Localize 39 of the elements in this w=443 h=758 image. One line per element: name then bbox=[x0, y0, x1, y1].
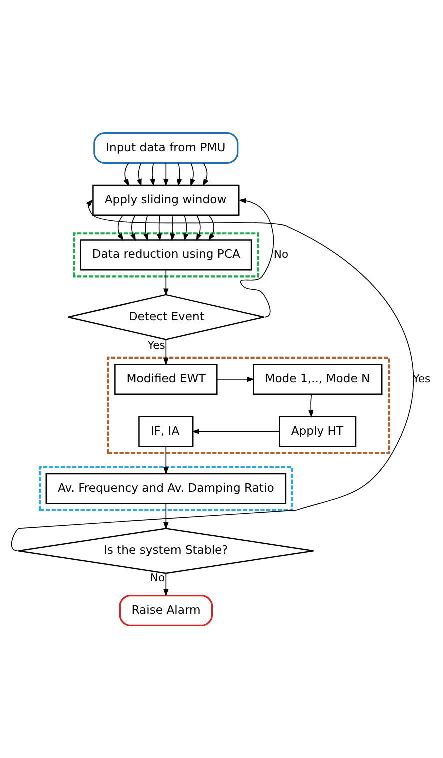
node-box: Modified EWT bbox=[114, 363, 218, 395]
arrow bbox=[156, 214, 162, 241]
arrow bbox=[136, 162, 142, 186]
arrow bbox=[208, 214, 215, 241]
arrow bbox=[164, 269, 169, 296]
arrow bbox=[164, 503, 169, 530]
arrow bbox=[164, 446, 169, 474]
arrow bbox=[164, 162, 169, 186]
arrow bbox=[11, 199, 414, 551]
arrow bbox=[124, 162, 130, 186]
arrow bbox=[192, 428, 280, 434]
arrow bbox=[196, 214, 202, 241]
arrow bbox=[190, 162, 196, 186]
edge-label: Yes bbox=[148, 338, 166, 352]
arrow bbox=[308, 394, 314, 418]
node-box: Av. Frequency and Av. Damping Ratio bbox=[46, 472, 287, 504]
arrow bbox=[118, 214, 124, 241]
node-box: Data reduction using PCA bbox=[80, 239, 252, 270]
node-box: Raise Alarm bbox=[119, 594, 213, 626]
node-diamond: Is the system Stable? bbox=[18, 528, 314, 574]
node-diamond: Detect Event bbox=[68, 294, 265, 340]
node-box: Mode 1,.., Mode N bbox=[253, 363, 383, 395]
arrow bbox=[164, 572, 169, 596]
arrow bbox=[150, 162, 156, 186]
edge-label: No bbox=[150, 571, 166, 584]
arrow bbox=[130, 214, 136, 241]
node-box: Input data from PMU bbox=[94, 132, 239, 164]
arrow bbox=[170, 214, 176, 241]
node-box: Apply sliding window bbox=[92, 184, 240, 216]
node-box: IF, IA bbox=[138, 416, 194, 447]
node-box: Apply HT bbox=[279, 416, 357, 447]
arrow bbox=[144, 214, 149, 241]
arrow bbox=[164, 339, 169, 366]
arrow bbox=[202, 162, 209, 186]
arrow bbox=[238, 198, 274, 318]
arrow bbox=[217, 376, 255, 382]
arrow bbox=[177, 162, 182, 186]
edge-label: No bbox=[274, 247, 289, 260]
arrow bbox=[184, 214, 189, 241]
